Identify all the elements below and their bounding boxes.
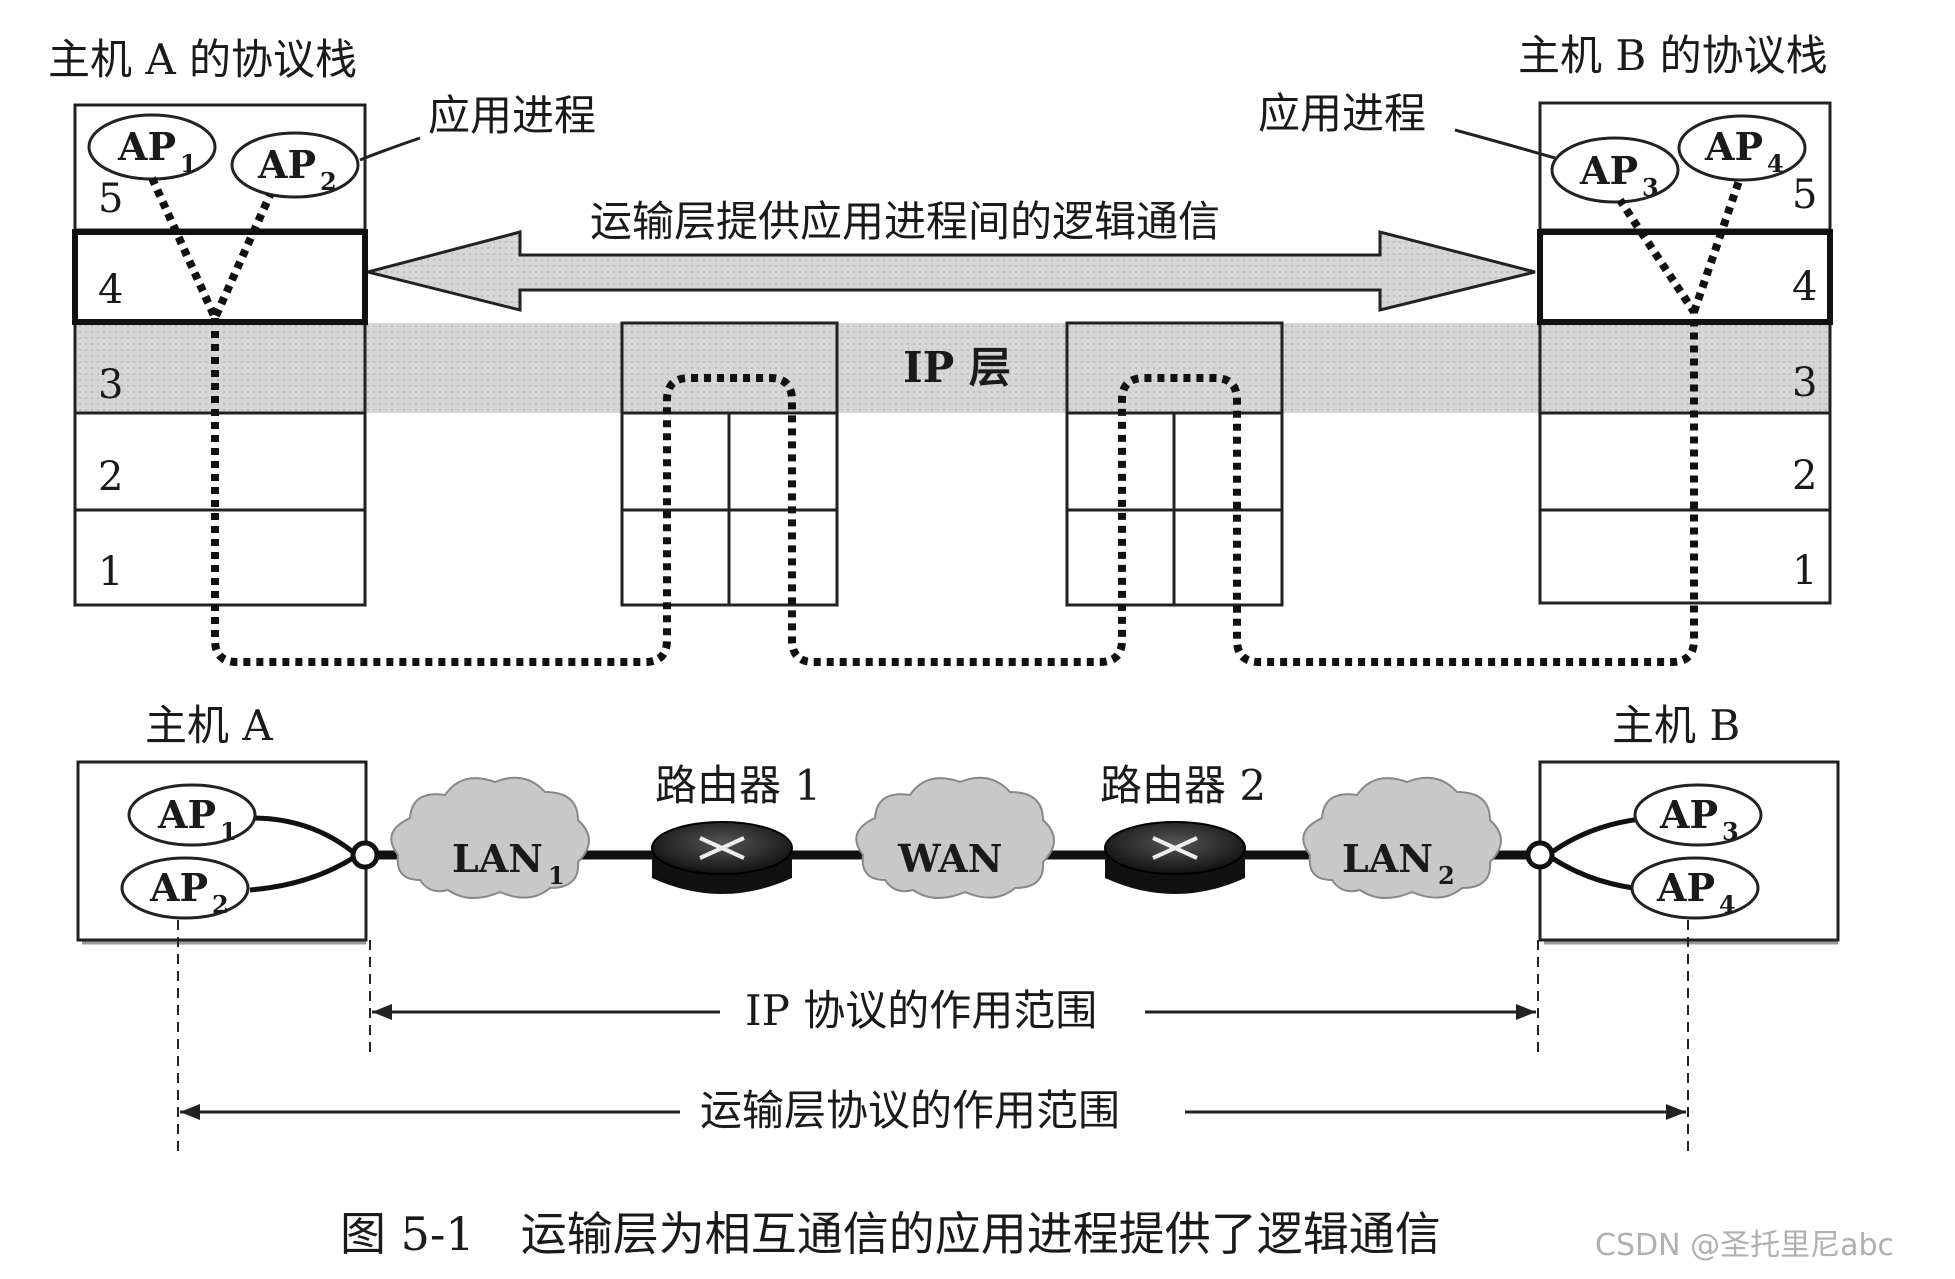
transport-logical-comm-label: 运输层提供应用进程间的逻辑通信 xyxy=(590,197,1220,246)
app-process-label-right: 应用进程 xyxy=(1258,89,1426,138)
host-b-stack-title: 主机 B 的协议栈 xyxy=(1518,31,1828,80)
lan2-sub: 2 xyxy=(1438,861,1455,890)
b-layer-4-label: 4 xyxy=(1792,264,1817,310)
lan1-label: LAN xyxy=(452,836,543,881)
lan1-sub: 1 xyxy=(548,861,565,890)
router2-stack xyxy=(1065,321,1284,607)
b-layer-5-label: 5 xyxy=(1792,172,1817,218)
router2-label: 路由器 2 xyxy=(1100,761,1266,810)
ip-layer-band xyxy=(75,323,1830,413)
router2-icon xyxy=(1104,821,1246,894)
ip-scope-arrow xyxy=(372,1004,1536,1020)
bottom-ap3 xyxy=(1633,783,1763,847)
transport-logical-arrow xyxy=(367,230,1536,312)
layer-3-label: 3 xyxy=(98,362,123,408)
data-flow-path xyxy=(148,176,1744,666)
router1-stack xyxy=(620,321,839,607)
watermark: CSDN @圣托里尼abc xyxy=(1595,1228,1894,1263)
bottom-ap1 xyxy=(127,783,257,847)
app-process-pointer-left xyxy=(359,136,421,162)
ap4-sub: 4 xyxy=(1767,149,1784,178)
ap4-process xyxy=(1677,114,1807,182)
bottom-ap2-sub: 2 xyxy=(212,890,229,919)
bottom-ap3-label: AP xyxy=(1659,792,1718,837)
b-layer-2-label: 2 xyxy=(1792,453,1817,499)
host-b-port xyxy=(1525,840,1555,870)
router1-label: 路由器 1 xyxy=(655,761,821,810)
layer-5-label: 5 xyxy=(98,176,123,222)
bottom-ap1-label: AP xyxy=(157,792,216,837)
app-process-label-left: 应用进程 xyxy=(428,91,596,140)
b-layer-3-label: 3 xyxy=(1792,360,1817,406)
lan1-cloud xyxy=(390,776,590,899)
figure-caption: 图 5-1 运输层为相互通信的应用进程提供了逻辑通信 xyxy=(340,1207,1441,1261)
lan2-cloud xyxy=(1302,776,1502,899)
ap2-process xyxy=(230,131,360,199)
host-a-stack-title: 主机 A 的协议栈 xyxy=(48,35,357,84)
transport-scope-arrow xyxy=(180,1104,1686,1120)
ap3-sub: 3 xyxy=(1642,173,1659,202)
host-a-stack: 5 4 3 2 1 AP 1 AP 2 xyxy=(72,103,368,607)
host-a-label: 主机 A xyxy=(145,701,273,750)
layer-2-label: 2 xyxy=(98,454,123,500)
bottom-ap2-label: AP xyxy=(149,865,208,910)
bottom-ap4 xyxy=(1630,856,1760,920)
host-a-port xyxy=(350,840,380,870)
bottom-ap1-sub: 1 xyxy=(220,817,237,846)
host-a-transport-layer xyxy=(72,229,368,325)
ap2-label: AP xyxy=(257,142,316,187)
host-b-transport-layer xyxy=(1537,229,1833,325)
ap1-sub: 1 xyxy=(180,149,197,178)
ap3-label: AP xyxy=(1579,148,1638,193)
wan-cloud xyxy=(855,776,1055,899)
b-layer-1-label: 1 xyxy=(1792,548,1817,594)
bottom-ap4-sub: 4 xyxy=(1719,890,1736,919)
layer-1-label: 1 xyxy=(98,549,123,595)
bottom-ap2 xyxy=(120,856,250,920)
router1-icon xyxy=(651,821,793,894)
ip-layer-label: IP 层 xyxy=(903,343,1011,392)
bottom-ap4-label: AP xyxy=(1656,865,1715,910)
bottom-ap3-sub: 3 xyxy=(1722,817,1739,846)
ip-scope-label: IP 协议的作用范围 xyxy=(745,986,1097,1035)
ap3-process xyxy=(1550,136,1680,204)
ap4-label: AP xyxy=(1704,124,1763,169)
host-b-stack: 5 4 3 2 1 AP 3 AP 4 xyxy=(1537,101,1833,605)
lan2-label: LAN xyxy=(1342,836,1433,881)
app-process-pointer-right xyxy=(1454,128,1556,160)
ap1-label: AP xyxy=(117,124,176,169)
wan-label: WAN xyxy=(897,836,1002,881)
ap2-sub: 2 xyxy=(320,167,337,196)
transport-scope-label: 运输层协议的作用范围 xyxy=(700,1086,1120,1135)
host-b-label: 主机 B xyxy=(1612,701,1740,750)
layer-4-label: 4 xyxy=(98,267,123,313)
